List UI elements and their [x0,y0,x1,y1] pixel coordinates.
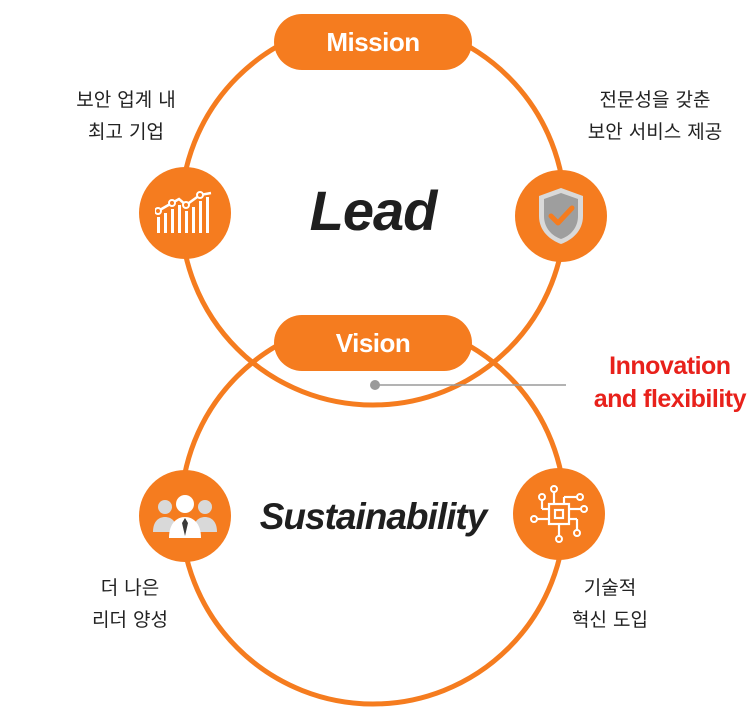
callout-line: Innovation [609,352,731,380]
callout-connector-dot [370,380,380,390]
shield-check-icon [539,188,583,244]
mission-right-caption: 전문성을 갖춘 보안 서비스 제공 [560,84,750,148]
caption-line: 최고 기업 [88,121,164,143]
caption-line: 더 나은 [100,577,160,599]
vision-pill: Vision [274,315,472,371]
vision-left-node [139,470,231,562]
innovation-callout: Innovation and flexibility [593,350,747,416]
mission-left-caption: 보안 업계 내 최고 기업 [46,84,206,148]
circuit-chip-icon [530,485,588,543]
caption-line: 보안 서비스 제공 [587,121,723,143]
vision-left-caption: 더 나은 리더 양성 [60,572,200,636]
leader-team-icon [153,495,217,538]
growth-chart-icon [155,191,212,233]
mission-right-node [515,170,607,262]
vision-center-word: Sustainability [259,496,488,537]
vision-right-node [513,468,605,560]
caption-line: 리더 양성 [92,609,168,631]
mission-left-node [139,167,231,259]
caption-line: 기술적 [583,577,637,599]
mission-pill: Mission [274,14,472,70]
callout-line: and flexibility [593,385,747,413]
caption-line: 혁신 도입 [572,609,648,631]
caption-line: 전문성을 갖춘 [599,89,711,111]
caption-line: 보안 업계 내 [76,89,176,111]
vision-right-caption: 기술적 혁신 도입 [540,572,680,636]
mission-center-word: Lead [309,179,438,242]
